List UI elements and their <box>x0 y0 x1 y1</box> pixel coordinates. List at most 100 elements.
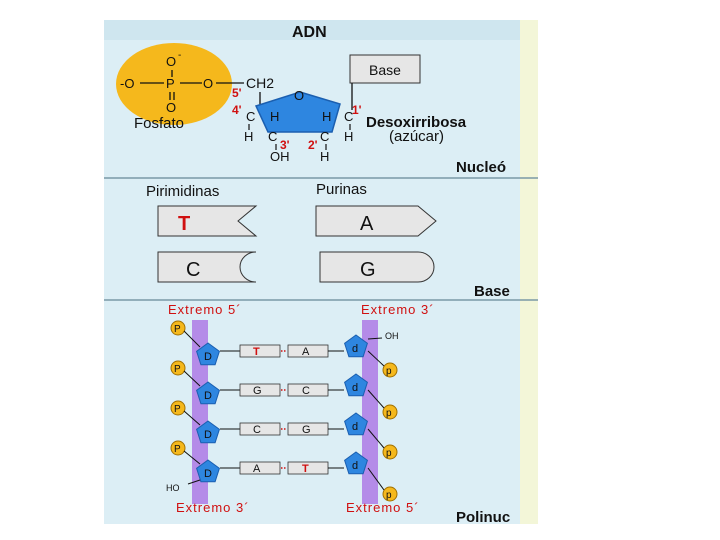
phosphate-minus: - <box>178 50 181 61</box>
pair-left-base: G <box>253 385 262 397</box>
right-backbone <box>362 320 378 504</box>
right-phosphate <box>382 444 398 460</box>
left-sugar <box>196 342 220 366</box>
phosphate-group <box>116 43 232 125</box>
right-sugar <box>344 451 368 475</box>
phosphate-p: P <box>166 76 175 91</box>
right-phosphate-label: p <box>386 408 392 419</box>
title-adn: ADN <box>292 24 327 41</box>
pair-left-base: T <box>253 346 260 358</box>
left-phosphate-label: P <box>174 324 181 335</box>
right-sugar-label: d <box>352 421 358 433</box>
right-terminal-link <box>367 337 383 340</box>
label-desoxirribosa: Desoxirribosa <box>366 114 467 131</box>
left-phosphate <box>170 360 186 376</box>
ring-h2: H <box>320 149 329 164</box>
right-sugar <box>344 334 368 358</box>
base-shape-c <box>157 251 257 283</box>
left-backbone <box>192 320 208 504</box>
base-shape-a <box>315 205 437 237</box>
carbon-2-label: 2' <box>308 138 318 152</box>
base-a: A <box>360 213 374 235</box>
ring-h1-bottom: H <box>344 129 353 144</box>
ring-c2: C <box>320 129 329 144</box>
base-c: C <box>186 259 200 281</box>
ring-oxygen: O <box>294 88 304 103</box>
right-phosphate-label: p <box>386 490 392 501</box>
base-shape-g <box>319 251 435 283</box>
ring-c1: C <box>344 109 353 124</box>
pair-left-base-shape <box>239 461 281 475</box>
left-link <box>183 330 201 348</box>
left-sugar <box>196 381 220 405</box>
right-link <box>367 389 385 409</box>
section-label-base: Base <box>474 283 510 300</box>
left-phosphate-label: P <box>174 444 181 455</box>
ring-h1: H <box>322 109 331 124</box>
left-sugar <box>196 420 220 444</box>
carbon-4-label: 4' <box>232 103 242 117</box>
pair-left-base-shape <box>239 422 281 436</box>
left-terminal-link <box>187 479 201 485</box>
ring-h4-bottom: H <box>244 129 253 144</box>
left-phosphate <box>170 320 186 336</box>
right-phosphate <box>382 362 398 378</box>
right-link <box>367 428 385 449</box>
left-sugar-label: D <box>204 429 212 441</box>
ring-c3: C <box>268 129 277 144</box>
ch2-group: CH2 <box>246 75 274 91</box>
pair-left-base-shape <box>239 344 281 358</box>
left-sugar <box>196 459 220 483</box>
phosphate-o-bottom: O <box>166 100 176 115</box>
pair-left-base: C <box>253 424 261 436</box>
label-oh-top: OH <box>385 331 399 341</box>
ring-oh: OH <box>270 149 290 164</box>
left-sugar-label: D <box>204 390 212 402</box>
label-extremo-3-top: Extremo 3´ <box>361 302 435 317</box>
label-extremo-5-top: Extremo 5´ <box>168 302 242 317</box>
label-pirimidinas: Pirimidinas <box>146 183 219 200</box>
label-extremo-3-bottom: Extremo 3´ <box>176 500 250 515</box>
label-azucar: (azúcar) <box>389 128 444 145</box>
left-link <box>183 450 201 465</box>
right-strip <box>520 20 538 524</box>
right-sugar <box>344 373 368 397</box>
pair-right-base: C <box>302 385 310 397</box>
right-sugar-label: d <box>352 343 358 355</box>
label-ho-bottom: HO <box>166 483 180 493</box>
pair-left-base: A <box>253 463 261 475</box>
deoxyribose-ring <box>254 91 341 133</box>
right-link <box>367 467 385 491</box>
pair-right-base: T <box>302 463 309 475</box>
carbon-5-label: 5' <box>232 86 242 100</box>
phosphate-o-top: O <box>166 54 176 69</box>
section-label-polinucleotido: Polinuc <box>456 509 510 524</box>
phosphate-o-right: O <box>203 76 213 91</box>
label-fosfato: Fosfato <box>134 115 184 132</box>
panel-nucleotide: ADN O - -O P O O Fosfato CH2 5' O 4' C H… <box>104 20 538 179</box>
left-sugar-label: D <box>204 351 212 363</box>
right-sugar-label: d <box>352 460 358 472</box>
ring-c4: C <box>246 109 255 124</box>
base-shape-t <box>157 205 258 237</box>
pair-right-base: A <box>302 346 310 358</box>
label-purinas: Purinas <box>316 181 367 198</box>
dna-figure: ADN O - -O P O O Fosfato CH2 5' O 4' C H… <box>104 20 538 524</box>
left-phosphate-label: P <box>174 364 181 375</box>
carbon-3-label: 3' <box>280 138 290 152</box>
pair-left-base-shape <box>239 383 281 397</box>
right-phosphate <box>382 486 398 502</box>
panel-bases: Pirimidinas Purinas T A C G Base <box>104 181 538 301</box>
pair-right-base: G <box>302 424 311 436</box>
section-label-nucleotido: Nucleó <box>456 159 506 176</box>
phosphate-o-left: -O <box>120 76 134 91</box>
left-sugar-label: D <box>204 468 212 480</box>
carbon-1-label: 1' <box>352 103 362 117</box>
ring-h4: H <box>270 109 279 124</box>
left-phosphate-label: P <box>174 404 181 415</box>
left-link <box>183 370 201 387</box>
left-phosphate <box>170 400 186 416</box>
base-box-label: Base <box>369 62 401 78</box>
